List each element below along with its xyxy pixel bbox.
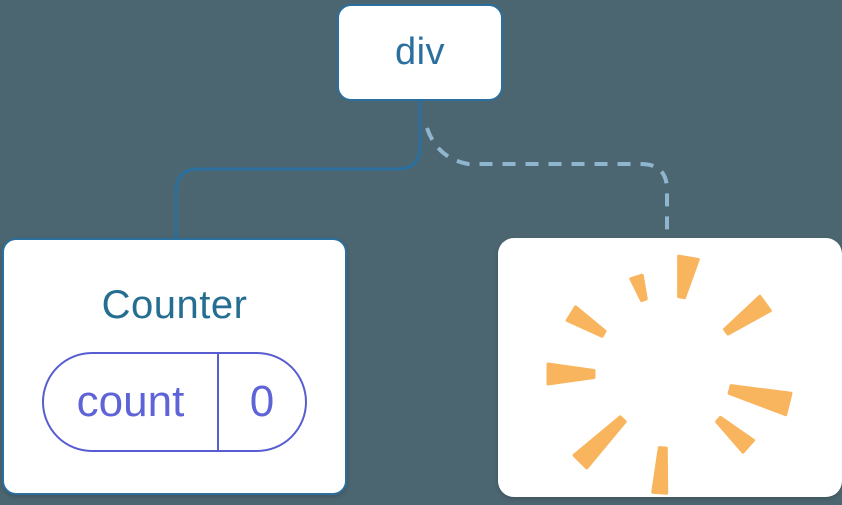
poof-wedge (727, 384, 793, 417)
removed-component-card (498, 238, 842, 497)
root-node-label: div (394, 31, 446, 73)
poof-wedge (565, 305, 607, 338)
state-value: 0 (217, 354, 305, 450)
state-pill: count 0 (42, 352, 307, 452)
poof-wedge (715, 415, 756, 454)
poof-wedge (629, 273, 648, 303)
poof-wedge (677, 254, 700, 300)
poof-wedge (546, 362, 596, 386)
root-node-div: div (337, 4, 503, 101)
counter-title: Counter (101, 283, 248, 327)
state-key-label: count (76, 377, 185, 426)
poof-wedge (572, 415, 627, 470)
connector-solid-line (174, 100, 422, 240)
poof-wedge (723, 294, 772, 336)
poof-icon (546, 254, 793, 495)
connector-dashed-line (425, 127, 669, 241)
poof-wedge (651, 446, 669, 495)
counter-component-card: Counter count 0 (2, 238, 347, 495)
